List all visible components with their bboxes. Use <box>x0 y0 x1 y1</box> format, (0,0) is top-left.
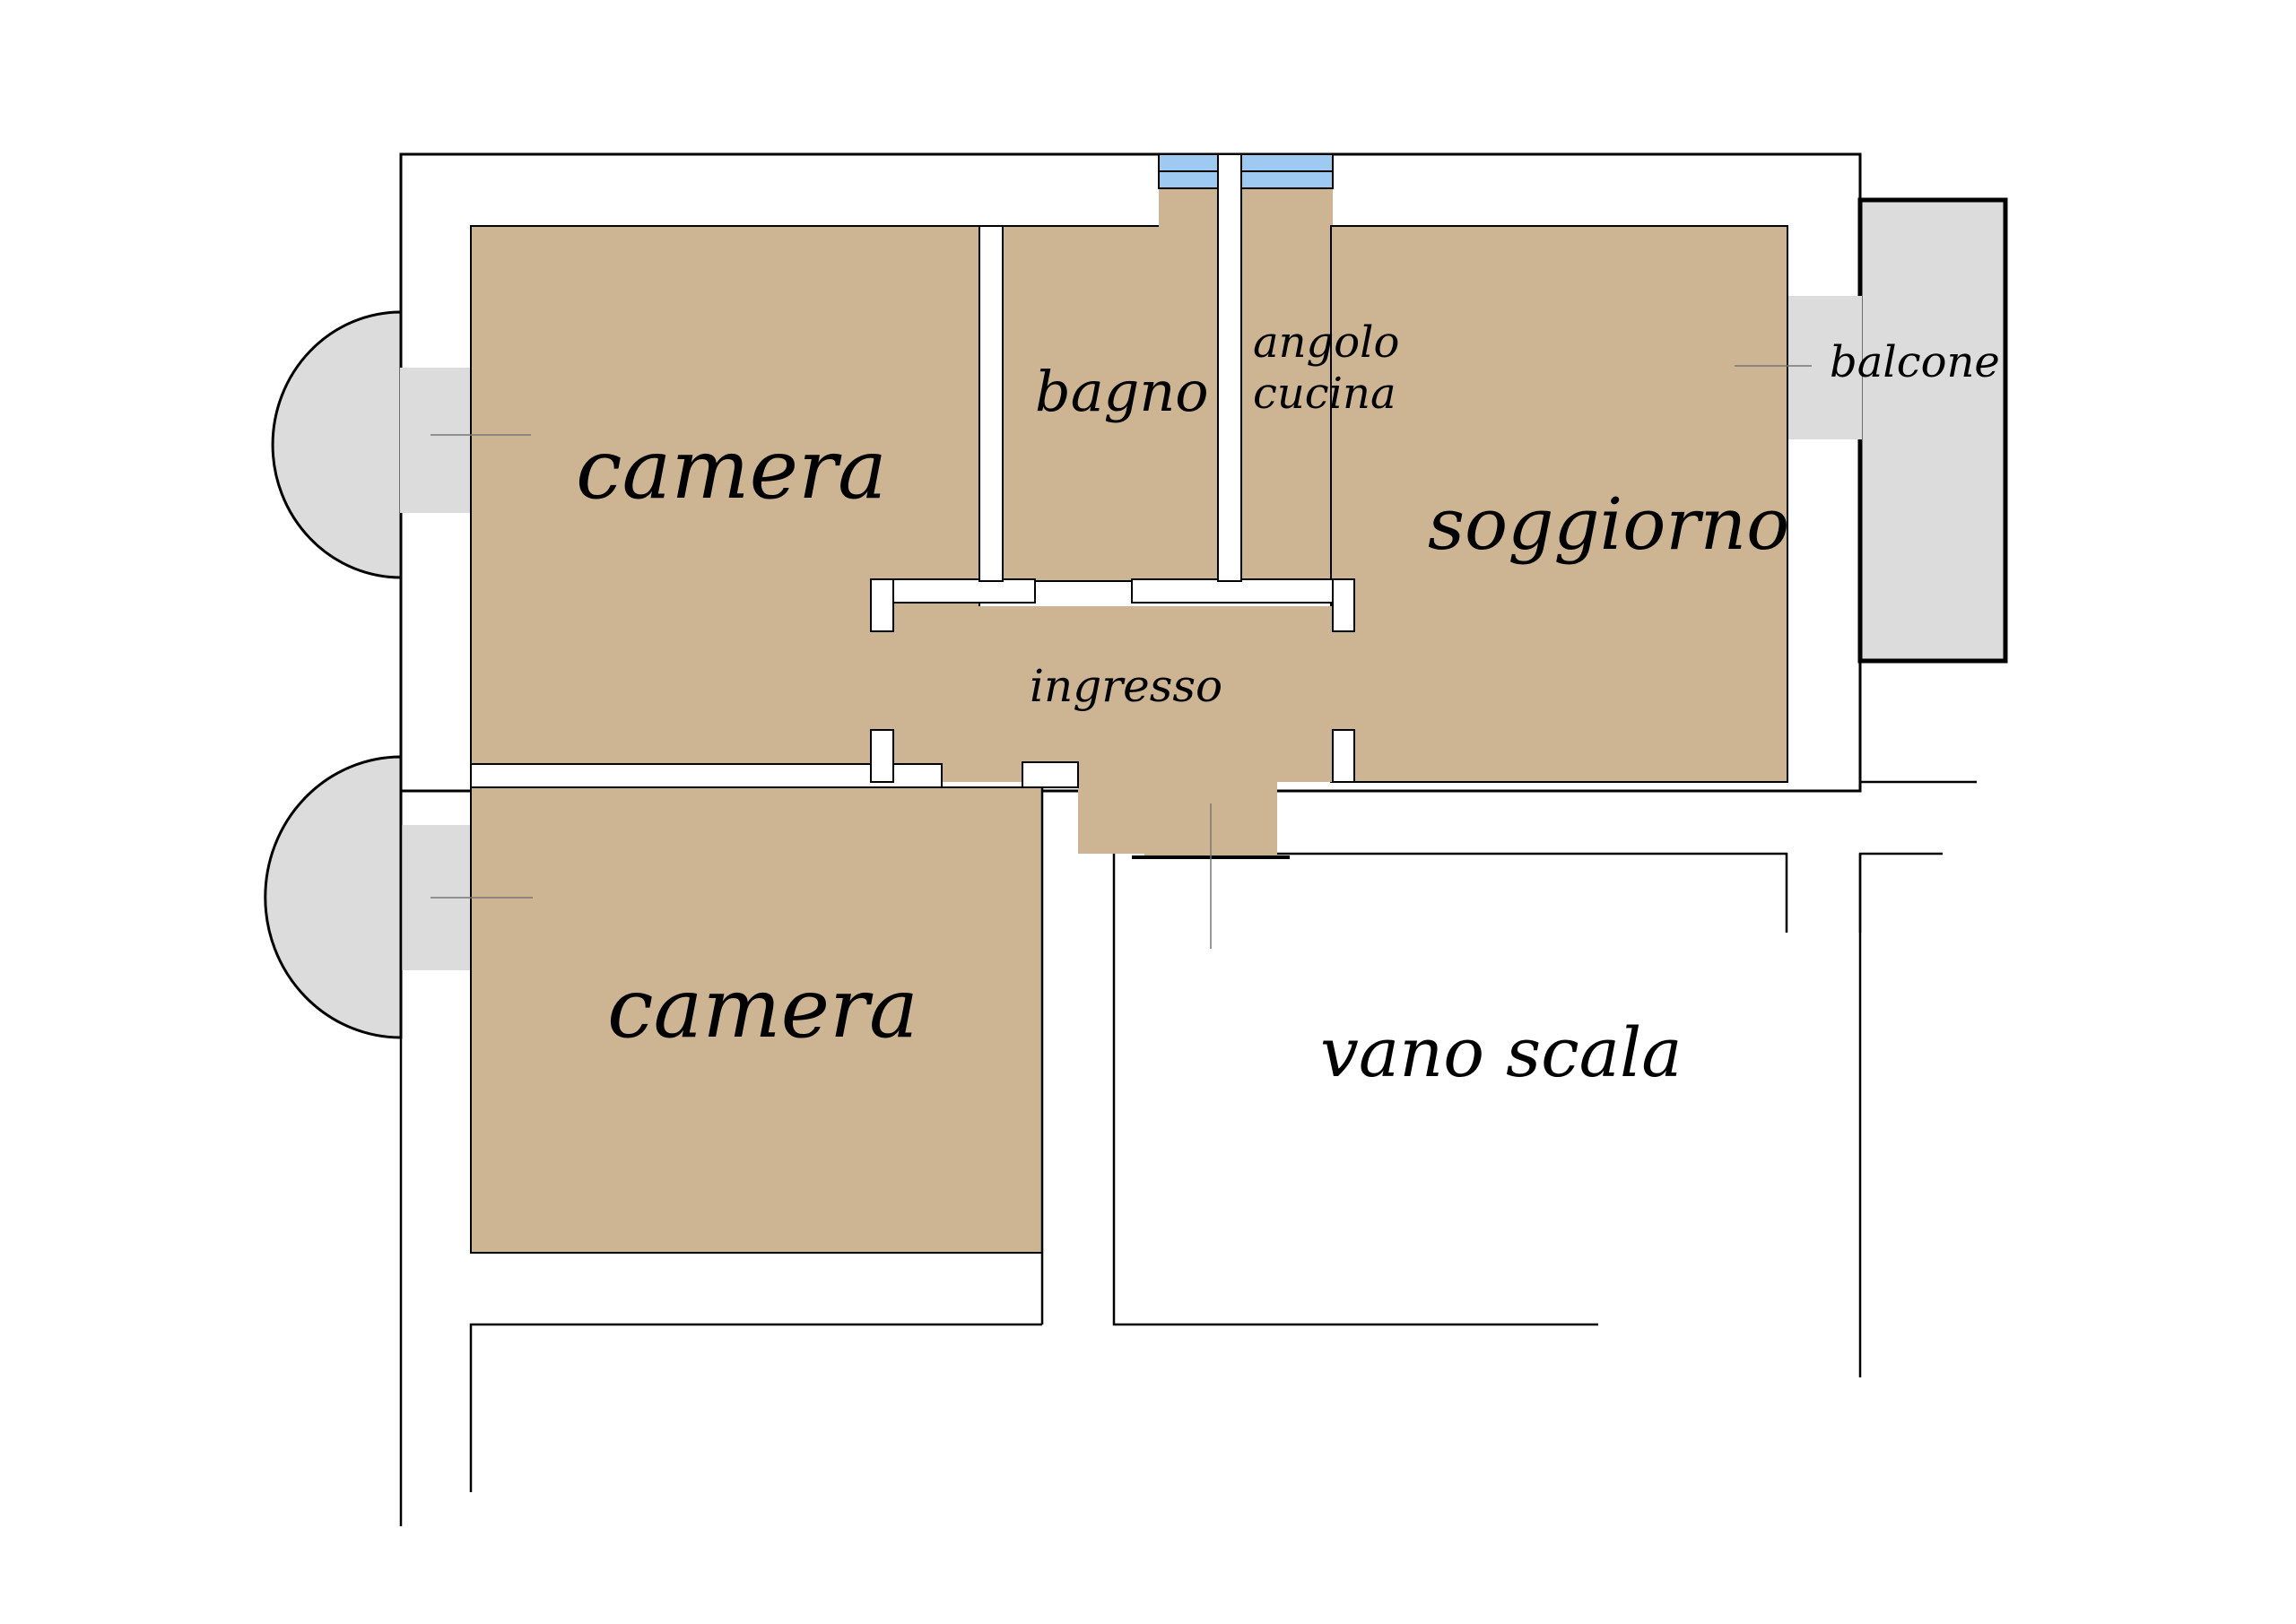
wall-jamb-left-bottom <box>870 729 894 783</box>
balcony-right-door <box>1785 296 1862 439</box>
window-cucina <box>1240 153 1334 189</box>
room-bagno <box>1002 225 1219 582</box>
room-ingresso <box>888 606 1354 782</box>
wall-camera-bagno <box>978 225 1004 582</box>
door-camera-top-balcony <box>400 368 474 513</box>
label-camera-bottom: camera <box>607 960 918 1056</box>
wall-jamb-right-bottom <box>1332 729 1355 783</box>
balcony-right <box>1857 197 2008 664</box>
cucina-window-recess <box>1241 186 1333 229</box>
label-vano-scala: vano scala <box>1320 1012 1683 1092</box>
label-cucina: cucina <box>1253 369 1396 419</box>
label-bagno: bagno <box>1035 359 1209 424</box>
room-soggiorno <box>1330 225 1788 783</box>
wall-bagno-ingresso <box>892 578 1036 604</box>
wall-cucina-ingresso <box>1131 578 1355 604</box>
label-angolo: angolo <box>1253 317 1399 368</box>
label-soggiorno: soggiorno <box>1428 482 1789 566</box>
stairwell-walls <box>399 780 1977 1526</box>
window-bagno <box>1158 153 1219 189</box>
balcony-left-top <box>271 310 403 579</box>
label-ingresso: ingresso <box>1030 660 1222 712</box>
wall-jamb-camera-bottom <box>1022 761 1079 788</box>
label-camera-top: camera <box>576 421 887 517</box>
wall-bagno-cucina <box>1217 153 1242 582</box>
wall-jamb-right-top <box>1332 578 1355 632</box>
balcony-left-bottom <box>264 755 403 1039</box>
ingresso-extension <box>1078 782 1277 854</box>
label-balcone: balcone <box>1830 337 2000 387</box>
wall-jamb-left-top <box>870 578 894 632</box>
wall-camera-camera <box>470 763 943 788</box>
bagno-window-recess <box>1159 186 1218 229</box>
